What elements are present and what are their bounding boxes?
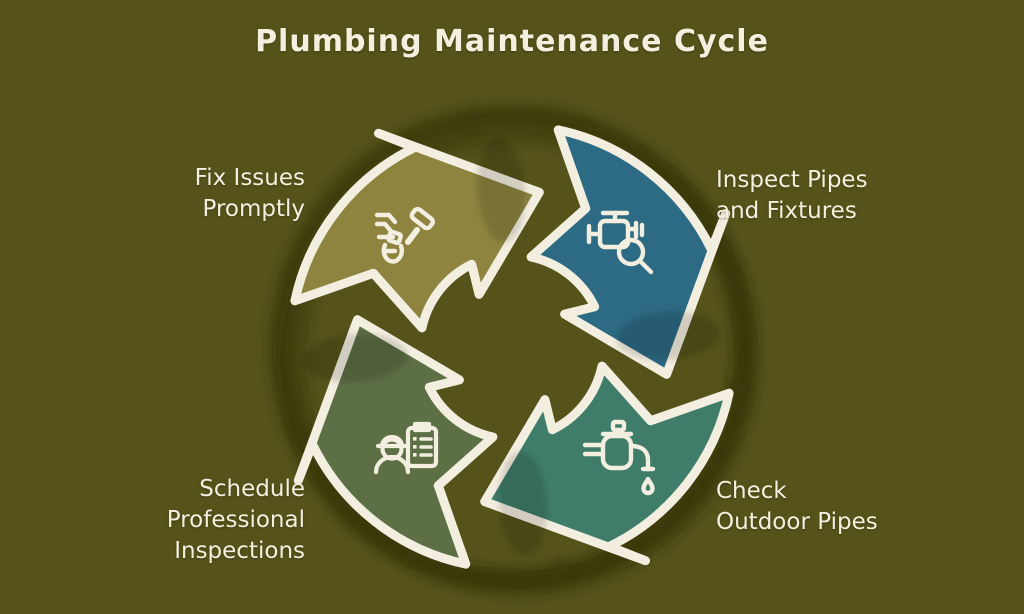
segment-shade xyxy=(498,451,548,556)
cycle-label-line: Check xyxy=(716,478,787,504)
edge-splotch xyxy=(465,110,480,133)
cycle-label-line: Promptly xyxy=(202,196,305,222)
cycle-diagram xyxy=(269,104,759,596)
cycle-label-line: Schedule xyxy=(199,476,305,502)
page-title: Plumbing Maintenance Cycle xyxy=(255,24,769,59)
cycle-label-line: and Fixtures xyxy=(716,198,857,224)
cycle-label-line: Outdoor Pipes xyxy=(716,509,878,535)
edge-splotch xyxy=(726,377,750,396)
shadow-texture xyxy=(269,104,759,596)
cycle-label-inspect: Inspect Pipes and Fixtures xyxy=(716,165,926,227)
cycle-label-line: Fix Issues xyxy=(194,165,305,191)
edge-splotch xyxy=(288,425,311,440)
cycle-label-line: Inspections xyxy=(174,538,305,564)
segment-shade xyxy=(616,311,721,361)
edge-splotch xyxy=(553,559,567,583)
cycle-label-line: Inspect Pipes xyxy=(716,167,868,193)
cycle-label-line: Professional xyxy=(166,507,305,533)
segment-shade xyxy=(303,333,408,383)
segment-shade xyxy=(476,138,526,243)
quadrant-shading xyxy=(303,138,721,556)
